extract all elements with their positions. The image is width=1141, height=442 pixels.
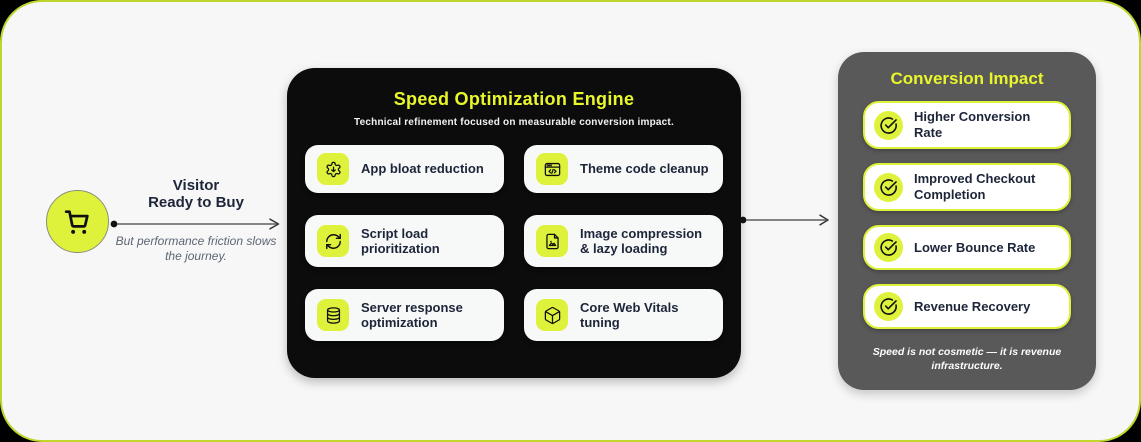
check-circle-icon	[874, 292, 903, 321]
visitor-subtitle: But performance friction slows the journ…	[115, 234, 277, 263]
visitor-title-line1: Visitor	[172, 177, 220, 194]
engine-title: Speed Optimization Engine	[393, 89, 635, 109]
engine-card-label: Image compression & lazy loading	[580, 225, 703, 257]
engine-card-grid: App bloat reduction Theme code cleanup	[287, 145, 741, 341]
impact-card-label: Higher Conversion Rate	[914, 109, 1031, 140]
engine-card-label: Core Web Vitals tuning	[580, 299, 679, 331]
visitor-title-line2: Ready to Buy	[148, 193, 244, 211]
engine-card-image-compression: Image compression & lazy loading	[524, 215, 723, 267]
browser-code-icon	[536, 153, 568, 185]
impact-card-label: Improved Checkout Completion	[914, 171, 1036, 202]
engine-card-label: Server response optimization	[361, 299, 463, 331]
impact-card-label: Revenue Recovery	[914, 298, 1031, 314]
impact-card-revenue-recovery: Revenue Recovery	[863, 284, 1071, 329]
visitor-avatar	[46, 190, 109, 253]
conversion-impact-panel: Conversion Impact Higher Conversion Rate	[838, 52, 1096, 390]
shopping-cart-icon	[62, 206, 93, 237]
engine-card-label: Theme code cleanup	[580, 161, 709, 177]
speed-optimization-engine-panel: Speed Optimization Engine Technical refi…	[287, 68, 741, 378]
gear-download-icon	[317, 153, 349, 185]
impact-card-higher-conversion: Higher Conversion Rate	[863, 101, 1071, 149]
impact-footnote: Speed is not cosmetic — it is revenue in…	[872, 346, 1062, 372]
check-circle-icon	[874, 233, 903, 262]
image-file-icon	[536, 225, 568, 257]
engine-subtitle: Technical refinement focused on measurab…	[354, 117, 674, 128]
impact-card-list: Higher Conversion Rate Improved Checkout…	[838, 101, 1096, 329]
arrow-visitor-to-engine	[109, 217, 285, 231]
impact-card-lower-bounce: Lower Bounce Rate	[863, 225, 1071, 270]
impact-card-label: Lower Bounce Rate	[914, 239, 1036, 255]
check-circle-icon	[874, 172, 903, 202]
cube-hexagon-icon	[536, 299, 568, 331]
impact-card-checkout-completion: Improved Checkout Completion	[863, 163, 1071, 211]
engine-card-core-web-vitals: Core Web Vitals tuning	[524, 289, 723, 341]
database-icon	[317, 299, 349, 331]
engine-card-theme-cleanup: Theme code cleanup	[524, 145, 723, 193]
engine-card-script-load: Script load prioritization	[305, 215, 504, 267]
impact-title: Conversion Impact	[890, 69, 1044, 88]
engine-card-server-response: Server response optimization	[305, 289, 504, 341]
visitor-title: Visitor Ready to Buy	[116, 177, 276, 211]
check-circle-icon	[874, 110, 903, 140]
engine-card-label: App bloat reduction	[361, 161, 484, 177]
engine-card-app-bloat: App bloat reduction	[305, 145, 504, 193]
refresh-cycle-icon	[317, 225, 349, 257]
engine-card-label: Script load prioritization	[361, 225, 440, 257]
arrow-engine-to-impact	[738, 213, 834, 227]
